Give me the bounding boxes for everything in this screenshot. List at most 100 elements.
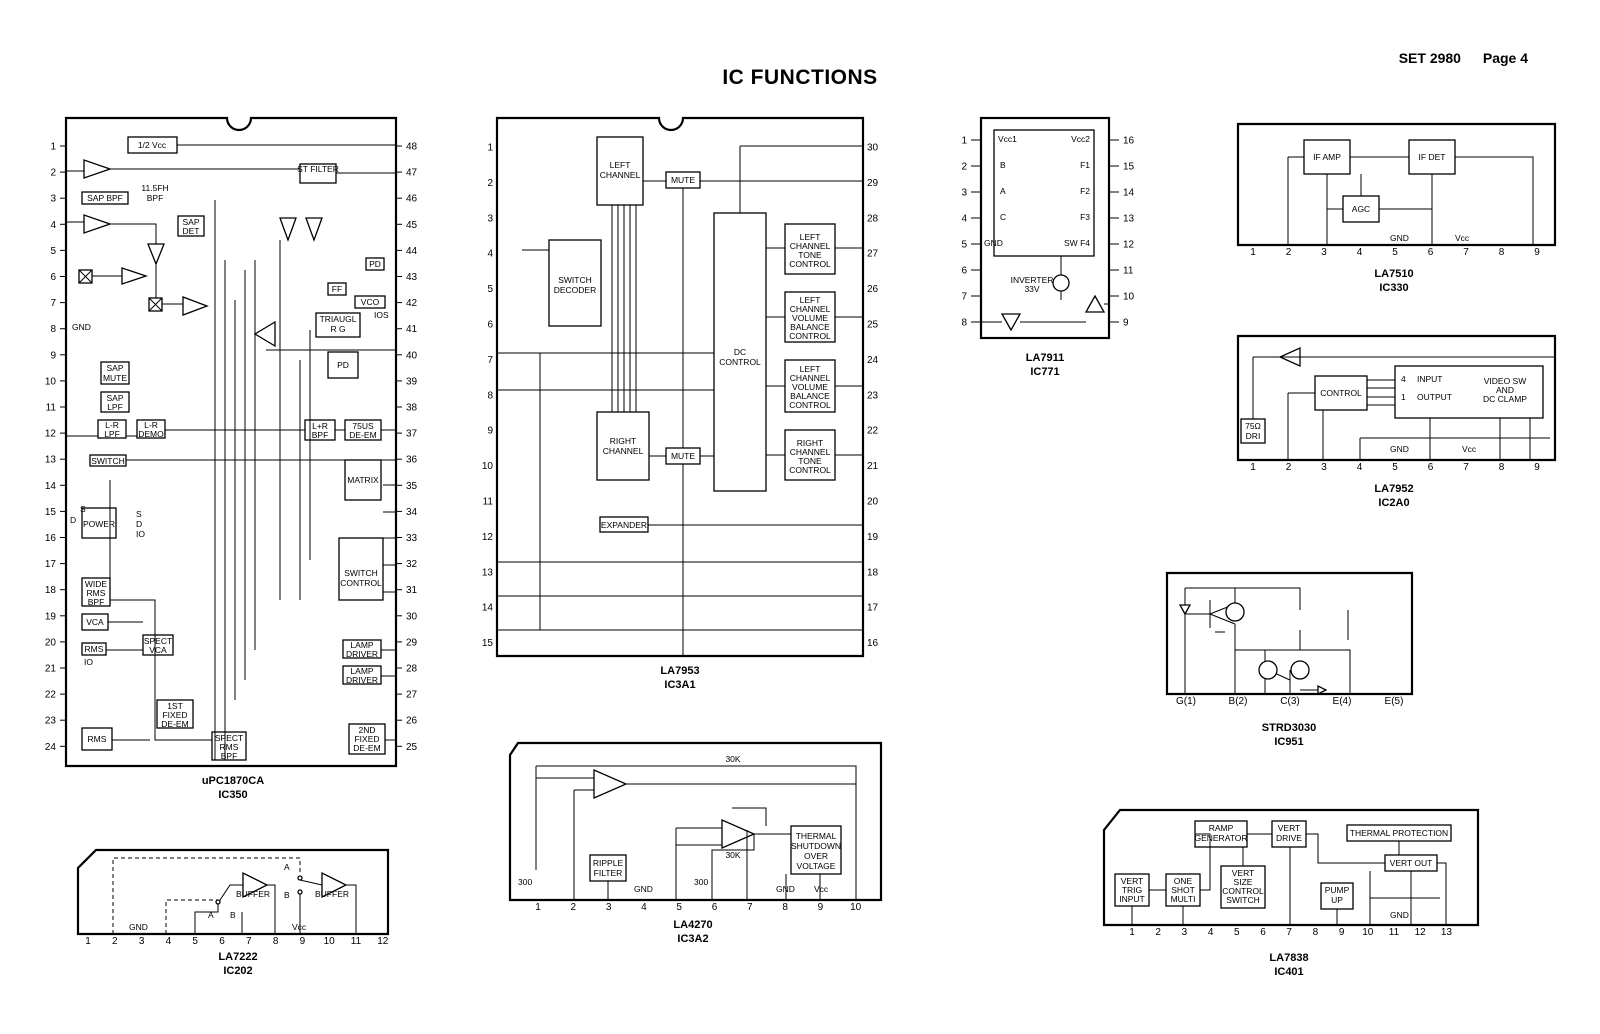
pin-number: 2 — [112, 936, 118, 947]
svg-text:S: S — [80, 504, 86, 514]
pin-number: 5 — [961, 240, 967, 251]
svg-text:MUTE: MUTE — [103, 373, 127, 383]
svg-text:B: B — [230, 910, 236, 920]
pin-number: 8 — [961, 318, 967, 329]
svg-text:30K: 30K — [725, 754, 740, 764]
svg-text:11.5FH: 11.5FH — [141, 183, 168, 193]
pin-number: 5 — [192, 936, 198, 947]
pin-number: 10 — [1123, 292, 1135, 303]
svg-text:IO: IO — [136, 529, 145, 539]
svg-text:THERMAL: THERMAL — [796, 831, 837, 841]
svg-text:RIPPLE: RIPPLE — [593, 858, 624, 868]
svg-text:VERT OUT: VERT OUT — [1390, 858, 1433, 868]
svg-text:DE-EM: DE-EM — [161, 719, 188, 729]
pin-number: 5 — [1234, 927, 1240, 938]
pin-number: 29 — [406, 637, 418, 648]
svg-text:DRI: DRI — [1246, 431, 1261, 441]
svg-text:BUFFER: BUFFER — [236, 889, 270, 899]
pin-number: 9 — [50, 350, 56, 361]
pin-number: 17 — [45, 559, 57, 570]
svg-text:FILTER: FILTER — [594, 868, 623, 878]
pin-number: 24 — [867, 355, 879, 366]
svg-text:CONTROL: CONTROL — [1222, 886, 1264, 896]
pin-number: 31 — [406, 585, 418, 596]
svg-text:LPF: LPF — [104, 429, 120, 439]
svg-text:VCA: VCA — [86, 617, 104, 627]
pin-number: 26 — [867, 284, 879, 295]
pin-number: 3 — [1321, 462, 1327, 473]
svg-text:GND: GND — [1390, 910, 1409, 920]
pin-number: 29 — [867, 178, 879, 189]
set-label: SET 2980 — [1398, 50, 1461, 66]
half-vcc-label: 1/2 Vcc — [138, 140, 167, 150]
ic951-schematic: G(1)B(2)C(3)E(4)E(5) — [1165, 571, 1414, 707]
pin-number: 10 — [850, 902, 862, 913]
svg-text:EXPANDER: EXPANDER — [601, 520, 647, 530]
pin-number: 15 — [482, 638, 494, 649]
pin-number: 8 — [273, 936, 279, 947]
svg-text:SPECT: SPECT — [215, 733, 243, 743]
pin-number: 3 — [487, 213, 493, 224]
svg-text:CONTROL: CONTROL — [1320, 388, 1362, 398]
pin-number: 3 — [961, 188, 967, 199]
svg-text:LEFT: LEFT — [800, 295, 821, 305]
ic401-reference: IC401 — [1274, 966, 1303, 978]
svg-text:CHANNEL: CHANNEL — [603, 446, 644, 456]
svg-text:MATRIX: MATRIX — [347, 475, 379, 485]
pin-number: 9 — [487, 426, 493, 437]
svg-text:GND: GND — [776, 884, 795, 894]
svg-text:ST FILTER: ST FILTER — [297, 164, 339, 174]
pin-number: 13 — [1123, 214, 1135, 225]
svg-text:SAP: SAP — [182, 217, 199, 227]
pin-number: 11 — [1389, 927, 1400, 938]
svg-text:GND: GND — [1390, 444, 1409, 454]
pin-number: 40 — [406, 350, 418, 361]
pin-number: 4 — [641, 902, 647, 913]
svg-text:SPECT: SPECT — [144, 636, 172, 646]
pin-number: 12 — [377, 936, 389, 947]
svg-text:GND: GND — [634, 884, 653, 894]
svg-text:RIGHT: RIGHT — [797, 438, 823, 448]
svg-text:LEFT: LEFT — [610, 160, 631, 170]
pin-number: 41 — [406, 324, 418, 335]
svg-text:D: D — [70, 515, 76, 525]
pin-number: 14 — [482, 603, 494, 614]
pin-number: 1 — [535, 902, 541, 913]
svg-text:SHUTDOWN: SHUTDOWN — [791, 841, 841, 851]
svg-text:BPF: BPF — [312, 430, 329, 440]
pin-number: 30 — [406, 611, 418, 622]
svg-text:RAMP: RAMP — [1209, 823, 1234, 833]
svg-text:DC CLAMP: DC CLAMP — [1483, 394, 1527, 404]
svg-text:L-R: L-R — [105, 420, 119, 430]
pin-number: 48 — [406, 142, 418, 153]
pin-number: 4 — [1357, 247, 1363, 258]
svg-text:SW F4: SW F4 — [1064, 238, 1090, 248]
ic771-reference: IC771 — [1030, 366, 1059, 378]
pin-number: 4 — [1208, 927, 1214, 938]
svg-text:DRIVER: DRIVER — [346, 675, 378, 685]
svg-text:DE-EM: DE-EM — [349, 430, 376, 440]
pin-number: 22 — [867, 426, 879, 437]
svg-text:Vcc: Vcc — [1462, 444, 1477, 454]
pin-number: 13 — [45, 455, 57, 466]
svg-text:INPUT: INPUT — [1417, 374, 1443, 384]
svg-text:CONTROL: CONTROL — [789, 400, 831, 410]
ic330-part-number: LA7510 — [1374, 268, 1413, 280]
svg-text:SWITCH: SWITCH — [344, 568, 378, 578]
svg-text:SWITCH: SWITCH — [1226, 895, 1260, 905]
pin-number: 21 — [45, 664, 57, 675]
svg-text:IOS: IOS — [374, 310, 389, 320]
svg-text:DRIVE: DRIVE — [1276, 833, 1302, 843]
pin-number: 7 — [1463, 247, 1469, 258]
ic350-right-pins: 4847464544434241403938373635343332313029… — [396, 142, 418, 753]
svg-text:BALANCE: BALANCE — [790, 322, 830, 332]
svg-text:BUFFER: BUFFER — [315, 889, 349, 899]
ic2a0-part-number: LA7952 — [1374, 483, 1413, 495]
pin-number: 30 — [867, 143, 879, 154]
